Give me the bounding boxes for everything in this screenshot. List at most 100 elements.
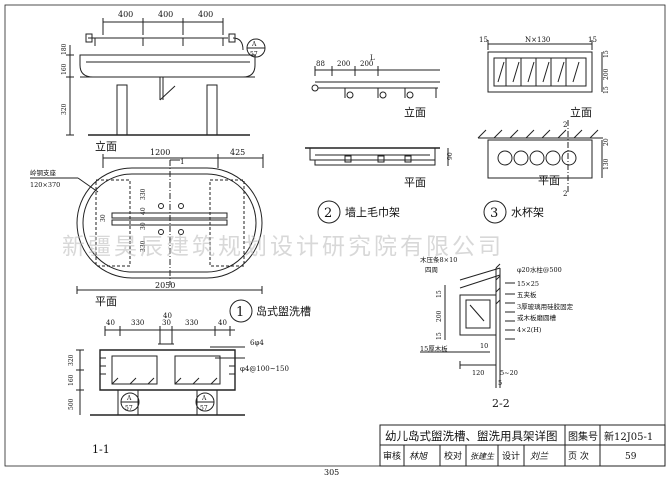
note-plywood: 五夹板 <box>517 290 537 299</box>
dim22-120: 120 <box>472 369 484 377</box>
plan-dim-30a: 30 <box>100 214 107 222</box>
signature-design: 刘兰 <box>530 451 549 462</box>
detail-1-plan-label: 平面 <box>95 295 117 308</box>
detail-3-plan-label: 平面 <box>538 174 560 187</box>
ref-57-right: 57 <box>200 405 208 412</box>
section-2-2-label: 2-2 <box>492 397 510 410</box>
dim-top-2: 400 <box>158 10 173 19</box>
detail-2-elevation-label: 立面 <box>404 105 426 119</box>
cup-dim-130: 130 <box>603 158 610 170</box>
note-wood-strip: 木压条8×10 <box>420 255 457 264</box>
sheet-title: 幼儿岛式盥洗槽、盥洗用具架详图 <box>385 429 558 443</box>
sec-note-rebar: 6φ4 <box>250 339 264 347</box>
ref-a-top: A <box>251 41 257 48</box>
design-label: 设计 <box>502 450 520 462</box>
detail-2-2-drawing <box>420 263 515 388</box>
dim-side-180: 180 <box>61 43 68 55</box>
sec-dim-330b: 330 <box>185 319 198 327</box>
cup-dim-20: 20 <box>603 138 610 146</box>
detail-2-title: 墙上毛巾架 <box>345 205 400 219</box>
page-value: 59 <box>625 452 637 462</box>
sec-note-stirrup: φ4@100~150 <box>240 365 289 373</box>
page-label: 页 次 <box>568 450 589 462</box>
cup-dim-200: 200 <box>603 68 610 80</box>
note-wood-groove: 或木板磨圆槽 <box>517 313 557 322</box>
detail-3-drawing <box>477 40 603 224</box>
towel-dim-88: 88 <box>316 60 325 68</box>
detail-1-elevation <box>66 18 266 136</box>
cup-dim-15d: 15 <box>603 86 610 94</box>
dim22-10: 10 <box>480 342 488 350</box>
sec-dim-40c: 40 <box>163 312 172 320</box>
ref-a-right: A <box>201 395 207 402</box>
plan-dim-40: 40 <box>140 207 147 215</box>
cup-cut-mark-top: 2 <box>563 121 567 129</box>
plan-dim-1200: 1200 <box>150 148 170 157</box>
note-15x25: 15×25 <box>517 280 539 288</box>
plan-note-support: 岭钢支座 <box>30 168 57 177</box>
dim-side-320: 320 <box>61 103 68 115</box>
ref-57-top: 57 <box>250 51 258 58</box>
detail-3-title: 水杯架 <box>511 205 544 219</box>
sec-side-500: 500 <box>68 398 75 410</box>
signature-check: 张建生 <box>470 452 495 461</box>
detail-1-elevation-label: 立面 <box>95 139 117 153</box>
cup-cut-mark-bottom: 2 <box>563 190 567 198</box>
plan-note-size: 120×370 <box>30 181 60 189</box>
plan-dim-30b: 30 <box>140 222 147 230</box>
cup-dim-15c: 15 <box>603 50 610 58</box>
dim-side-160: 160 <box>61 63 68 75</box>
detail-3-number: 3 <box>490 206 498 221</box>
title-block <box>379 424 666 467</box>
towel-dim-90: 90 <box>447 152 454 160</box>
page-number: 305 <box>324 468 339 477</box>
cup-dim-15a: 15 <box>479 36 488 44</box>
plan-dim-330a: 330 <box>140 188 147 200</box>
atlas-number: 新12J05-1 <box>604 430 653 443</box>
signature-review: 林旭 <box>409 451 428 462</box>
ref-a-left: A <box>126 395 132 402</box>
towel-dim-200a: 200 <box>337 60 350 68</box>
note-glass: 3厚玻璃用硅胶固定 <box>517 302 574 311</box>
note-15-board: 15厚木板 <box>420 344 448 353</box>
sec-side-320: 320 <box>68 354 75 366</box>
detail-1-title: 岛式盥洗槽 <box>256 304 311 318</box>
dim22-5: 5 <box>498 379 502 387</box>
sec-dim-40a: 40 <box>106 319 115 327</box>
plan-cut-mark-top: 1 <box>180 158 184 166</box>
plan-dim-2050: 2050 <box>155 281 175 290</box>
sec-dim-30: 30 <box>162 319 171 327</box>
dim-top-1: 400 <box>118 10 133 19</box>
ref-57-left: 57 <box>125 405 133 412</box>
detail-2-number: 2 <box>324 206 332 221</box>
watermark-text: 新疆昊辰建筑规划设计研究院有限公司 <box>62 234 504 260</box>
check-label: 校对 <box>444 450 462 462</box>
sec-side-160: 160 <box>68 374 75 386</box>
detail-1-tag: 1 岛式盥洗槽 <box>229 299 311 323</box>
towel-dim-200b: 200 <box>360 60 373 68</box>
cup-dim-n130: N×130 <box>525 36 550 44</box>
detail-1-plan <box>30 154 264 294</box>
towel-dim-L: L <box>370 54 375 62</box>
dim22-5-20: 5~20 <box>500 369 518 377</box>
section-1-1-label: 1-1 <box>92 443 110 456</box>
sec-dim-330a: 330 <box>131 319 144 327</box>
review-label: 审核 <box>383 450 401 462</box>
note-perimeter: 四周 <box>425 266 438 274</box>
detail-2-plan-label: 平面 <box>404 176 426 189</box>
sec-dim-40b: 40 <box>218 319 227 327</box>
atlas-label: 图集号 <box>568 430 598 443</box>
note-water-column: φ20水柱@500 <box>517 265 562 274</box>
plan-dim-330b: 330 <box>140 240 147 252</box>
dim22-200: 200 <box>436 310 443 322</box>
detail-3-elevation-label: 立面 <box>570 105 592 119</box>
detail-1-number: 1 <box>236 305 244 320</box>
cup-dim-15b: 15 <box>588 36 597 44</box>
note-4x2: 4×2(H) <box>517 326 542 334</box>
detail-1-section <box>76 326 245 416</box>
dim22-15b: 15 <box>436 332 443 340</box>
plan-dim-425: 425 <box>230 148 245 157</box>
detail-2-drawing <box>305 66 449 224</box>
dim-top-3: 400 <box>198 10 213 19</box>
